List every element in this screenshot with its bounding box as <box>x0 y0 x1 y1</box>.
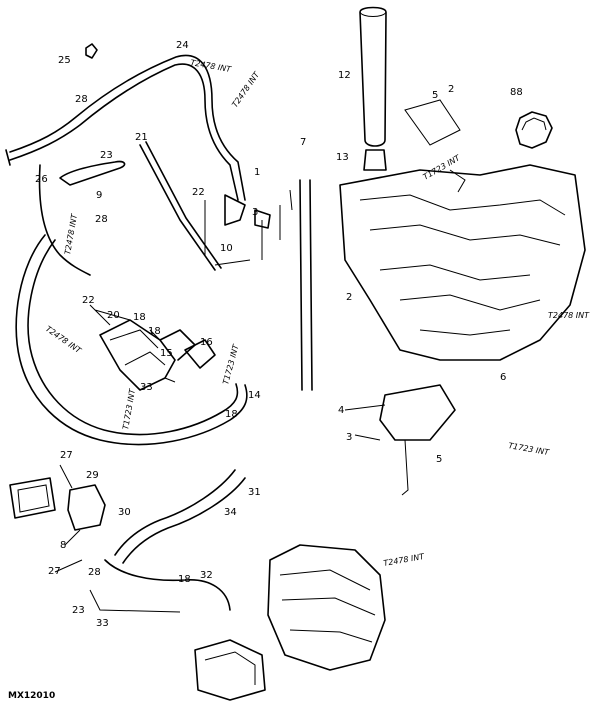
engine-block-detail-2 <box>379 264 541 336</box>
callout-18c: 18 <box>225 409 238 420</box>
ref-label-center-loop: T1723 INT <box>121 387 137 430</box>
upper-hose-inner <box>9 54 246 201</box>
callout-28c: 28 <box>88 567 101 578</box>
fitting-right <box>184 339 216 369</box>
valve-29 <box>67 484 106 531</box>
ref-label-top: T2478 INT <box>190 58 233 74</box>
lower-hose <box>114 469 236 556</box>
short-hose-26 <box>59 160 126 186</box>
callout-30: 30 <box>118 507 131 518</box>
ref-label-engine-right: T2478 INT <box>548 311 590 320</box>
tall-tube <box>359 6 387 147</box>
callout-23b: 23 <box>72 605 85 616</box>
callout-27a: 27 <box>60 450 73 461</box>
callout-10: 10 <box>220 243 233 254</box>
ref-label-fitting: T1723 INT <box>221 342 241 385</box>
ref-label-transmission: T2478 INT <box>383 552 426 568</box>
ref-label-valve: T2478 INT <box>44 324 84 356</box>
callout-33a: 33 <box>140 382 153 393</box>
callout-23: 23 <box>100 150 113 161</box>
callout-2a: 2 <box>448 84 454 95</box>
callout-22b: 22 <box>82 295 95 306</box>
callout-25: 25 <box>58 55 71 66</box>
callout-18d: 18 <box>178 574 191 585</box>
large-loop-hose <box>15 234 248 446</box>
lower-left-leaders <box>54 464 181 613</box>
tall-tube-top <box>359 11 387 17</box>
pump-lower <box>194 639 266 701</box>
lower-hose-2 <box>104 559 231 611</box>
callout-27b: 27 <box>48 566 61 577</box>
engine-block-detail-1 <box>359 194 566 246</box>
filter-bracket <box>9 477 56 519</box>
callout-12: 12 <box>338 70 351 81</box>
ref-label-bracket: T1723 INT <box>508 441 551 457</box>
large-loop-hose-inner <box>27 239 239 436</box>
ref-label-engine-top: T1723 INT <box>422 153 463 182</box>
callout-34: 34 <box>224 507 237 518</box>
callout-31: 31 <box>248 487 261 498</box>
callout-7: 7 <box>300 137 306 148</box>
cap-88 <box>515 111 553 149</box>
hose-side-left <box>38 164 91 276</box>
engine-block-detail-3 <box>404 99 466 193</box>
engine-block-outline <box>339 164 586 361</box>
filter-bracket-detail <box>17 484 50 513</box>
callout-16: 16 <box>200 337 213 348</box>
pump-lower-detail <box>204 651 256 685</box>
callout-3a: 3 <box>252 207 258 218</box>
callout-21: 21 <box>135 132 148 143</box>
callout-8: 8 <box>60 540 66 551</box>
transmission-housing <box>267 544 386 671</box>
ref-label-left: T2478 INT <box>63 212 79 255</box>
transmission-detail <box>279 569 376 643</box>
callout-6: 6 <box>500 372 506 383</box>
callout-18a: 18 <box>133 312 146 323</box>
callout-29: 29 <box>86 470 99 481</box>
upper-hose <box>9 63 239 201</box>
callout-4: 4 <box>338 405 344 416</box>
callout-5a: 5 <box>432 90 438 101</box>
bracket-leaders <box>344 404 409 496</box>
callout-22a: 22 <box>192 187 205 198</box>
callout-15: 15 <box>160 348 173 359</box>
vertical-rod-b <box>309 179 313 391</box>
tube-collar-13 <box>363 149 387 171</box>
callout-18b: 18 <box>148 326 161 337</box>
callout-26: 26 <box>35 174 48 185</box>
callout-88: 88 <box>510 87 523 98</box>
tube-21 <box>139 144 216 271</box>
hose-end-left <box>5 149 11 166</box>
cap-88-rim <box>521 117 547 131</box>
callout-28a: 28 <box>75 94 88 105</box>
callout-20: 20 <box>107 310 120 321</box>
callout-13: 13 <box>336 152 349 163</box>
valve-body <box>99 319 176 391</box>
small-clamp-25 <box>85 43 98 59</box>
ref-label-top-right: T2478 INT <box>230 69 262 109</box>
leader-lines-valve <box>89 304 176 383</box>
bracket-under-engine <box>379 384 456 441</box>
callout-14: 14 <box>248 390 261 401</box>
callout-32: 32 <box>200 570 213 581</box>
tube-21b <box>145 141 222 269</box>
lower-hose-inner <box>122 477 246 564</box>
callout-33b: 33 <box>96 618 109 629</box>
figure-id: MX12010 <box>8 691 55 701</box>
center-leaders <box>204 189 293 266</box>
callout-1: 1 <box>254 167 260 178</box>
callout-2b: 2 <box>346 292 352 303</box>
callout-24: 24 <box>176 40 189 51</box>
vertical-rod <box>299 179 303 391</box>
callout-9: 9 <box>96 190 102 201</box>
callout-28b: 28 <box>95 214 108 225</box>
fitting-cluster <box>224 194 271 229</box>
callout-3b: 3 <box>346 432 352 443</box>
valve-detail <box>109 329 166 366</box>
callout-5b: 5 <box>436 454 442 465</box>
